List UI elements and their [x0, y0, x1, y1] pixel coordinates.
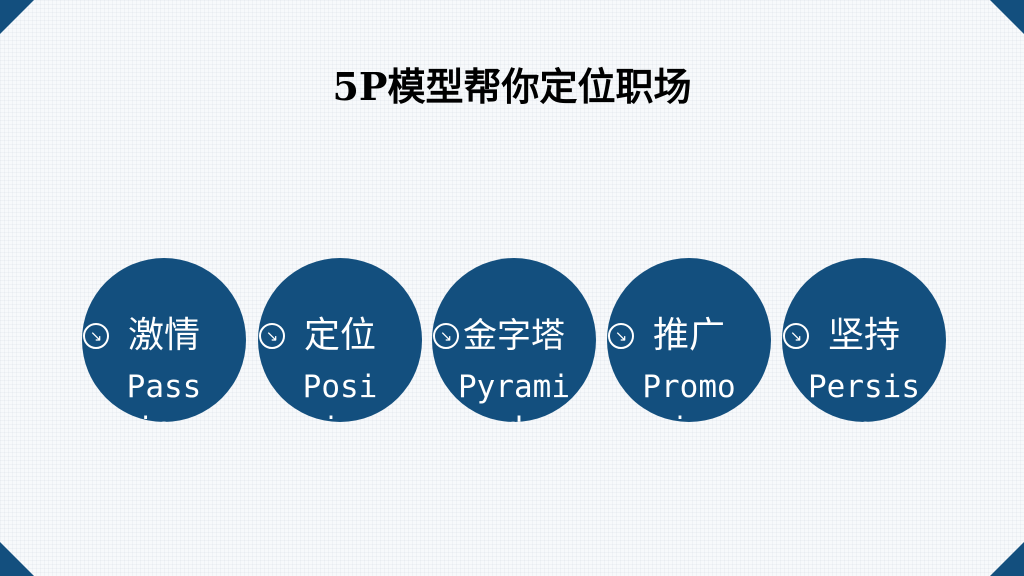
- circle-label-zh: 推广: [652, 315, 725, 356]
- circle-label-zh: 坚持: [827, 315, 900, 356]
- arrow-down-right-icon: ↘: [608, 323, 634, 349]
- circle-label-en: Position: [302, 369, 378, 422]
- circle-passion: ↘ 激情 Passion: [82, 258, 246, 422]
- corner-top-left: [0, 0, 34, 34]
- corner-top-right: [990, 0, 1024, 34]
- circle-label-zh: 定位: [303, 315, 376, 356]
- circle-label-en: Passion: [126, 369, 202, 422]
- arrow-down-right-icon: ↘: [259, 323, 285, 349]
- corner-bottom-left: [0, 542, 34, 576]
- circle-promotion: ↘ 推广 Promotion: [607, 258, 771, 422]
- circle-label-en: Promotion: [642, 369, 736, 422]
- corner-bottom-right: [990, 542, 1024, 576]
- arrow-down-right-icon: ↘: [433, 323, 459, 349]
- slide-title: 5P模型帮你定位职场: [332, 64, 692, 109]
- circle-label-en: Persistence: [808, 369, 920, 422]
- arrow-down-right-icon: ↘: [783, 323, 809, 349]
- circle-persistence: ↘ 坚持 Persistence: [782, 258, 946, 422]
- circle-pyramid: ↘ 金字塔 Pyramid: [432, 258, 596, 422]
- circle-label-en: Pyramid: [458, 369, 570, 422]
- arrow-down-right-icon: ↘: [83, 323, 109, 349]
- circle-position: ↘ 定位 Position: [258, 258, 422, 422]
- circle-label-zh: 金字塔: [463, 316, 565, 356]
- circle-label-zh: 激情: [127, 315, 200, 356]
